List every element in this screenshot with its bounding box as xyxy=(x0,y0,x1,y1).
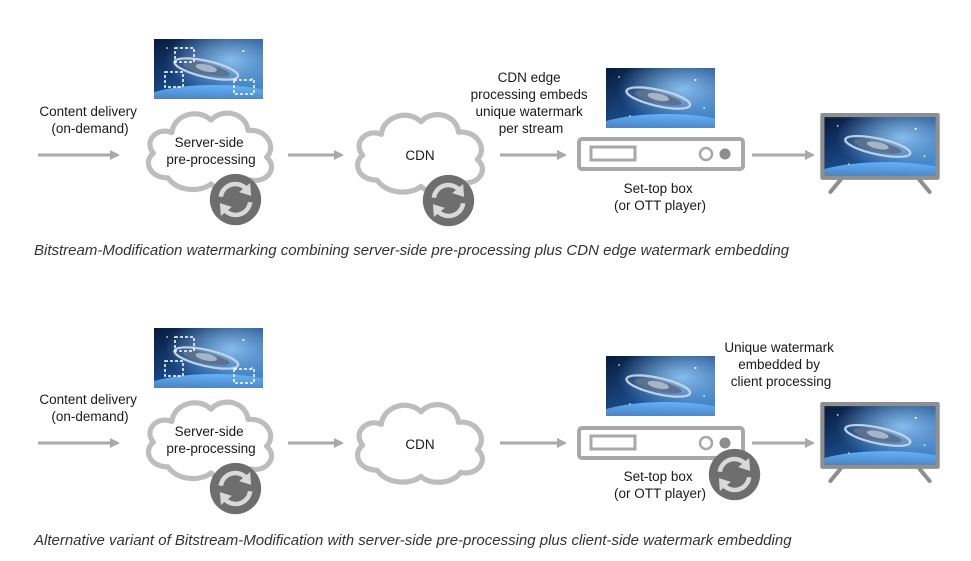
content-delivery-label: Content delivery (on-demand) xyxy=(39,104,140,136)
watermark-region-marker xyxy=(164,360,184,377)
watermark-region-marker xyxy=(174,47,195,63)
row-1-cdn-edge-embedding: Content delivery (on-demand) Server-side… xyxy=(34,39,969,259)
watermark-region-marker xyxy=(233,79,255,95)
server-video-thumbnail xyxy=(154,328,263,388)
watermark-region-marker xyxy=(233,368,255,384)
cdn-label: CDN xyxy=(405,148,434,163)
cdn-label: CDN xyxy=(405,437,434,452)
caption-row-2: Alternative variant of Bitstream-Modific… xyxy=(33,532,792,549)
set-top-box-icon xyxy=(577,137,745,171)
set-top-box-icon xyxy=(577,426,745,460)
row-2-client-side-embedding: Content delivery (on-demand) Server-side… xyxy=(33,328,969,549)
sync-arrows-icon xyxy=(210,463,261,514)
server-video-thumbnail xyxy=(154,39,263,99)
set-top-box-label: Set-top box (or OTT player) xyxy=(614,469,706,501)
server-side-preprocessing-label: Server-side pre-processing xyxy=(166,135,255,167)
cdn-edge-note: CDN edge processing embeds unique waterm… xyxy=(471,70,592,136)
sync-arrows-icon xyxy=(709,449,760,500)
sync-arrows-icon xyxy=(423,175,474,226)
content-delivery-label: Content delivery (on-demand) xyxy=(39,392,140,424)
television-icon xyxy=(802,113,969,205)
caption-row-1: Bitstream-Modification watermarking comb… xyxy=(34,242,790,259)
server-side-preprocessing-label: Server-side pre-processing xyxy=(166,424,255,456)
watermark-region-marker xyxy=(164,71,184,88)
watermark-region-marker xyxy=(174,336,195,352)
television-icon xyxy=(802,402,969,494)
sync-arrows-icon xyxy=(210,174,261,225)
set-top-box-label: Set-top box (or OTT player) xyxy=(614,181,706,213)
client-watermark-note: Unique watermark embedded by client proc… xyxy=(724,340,837,389)
